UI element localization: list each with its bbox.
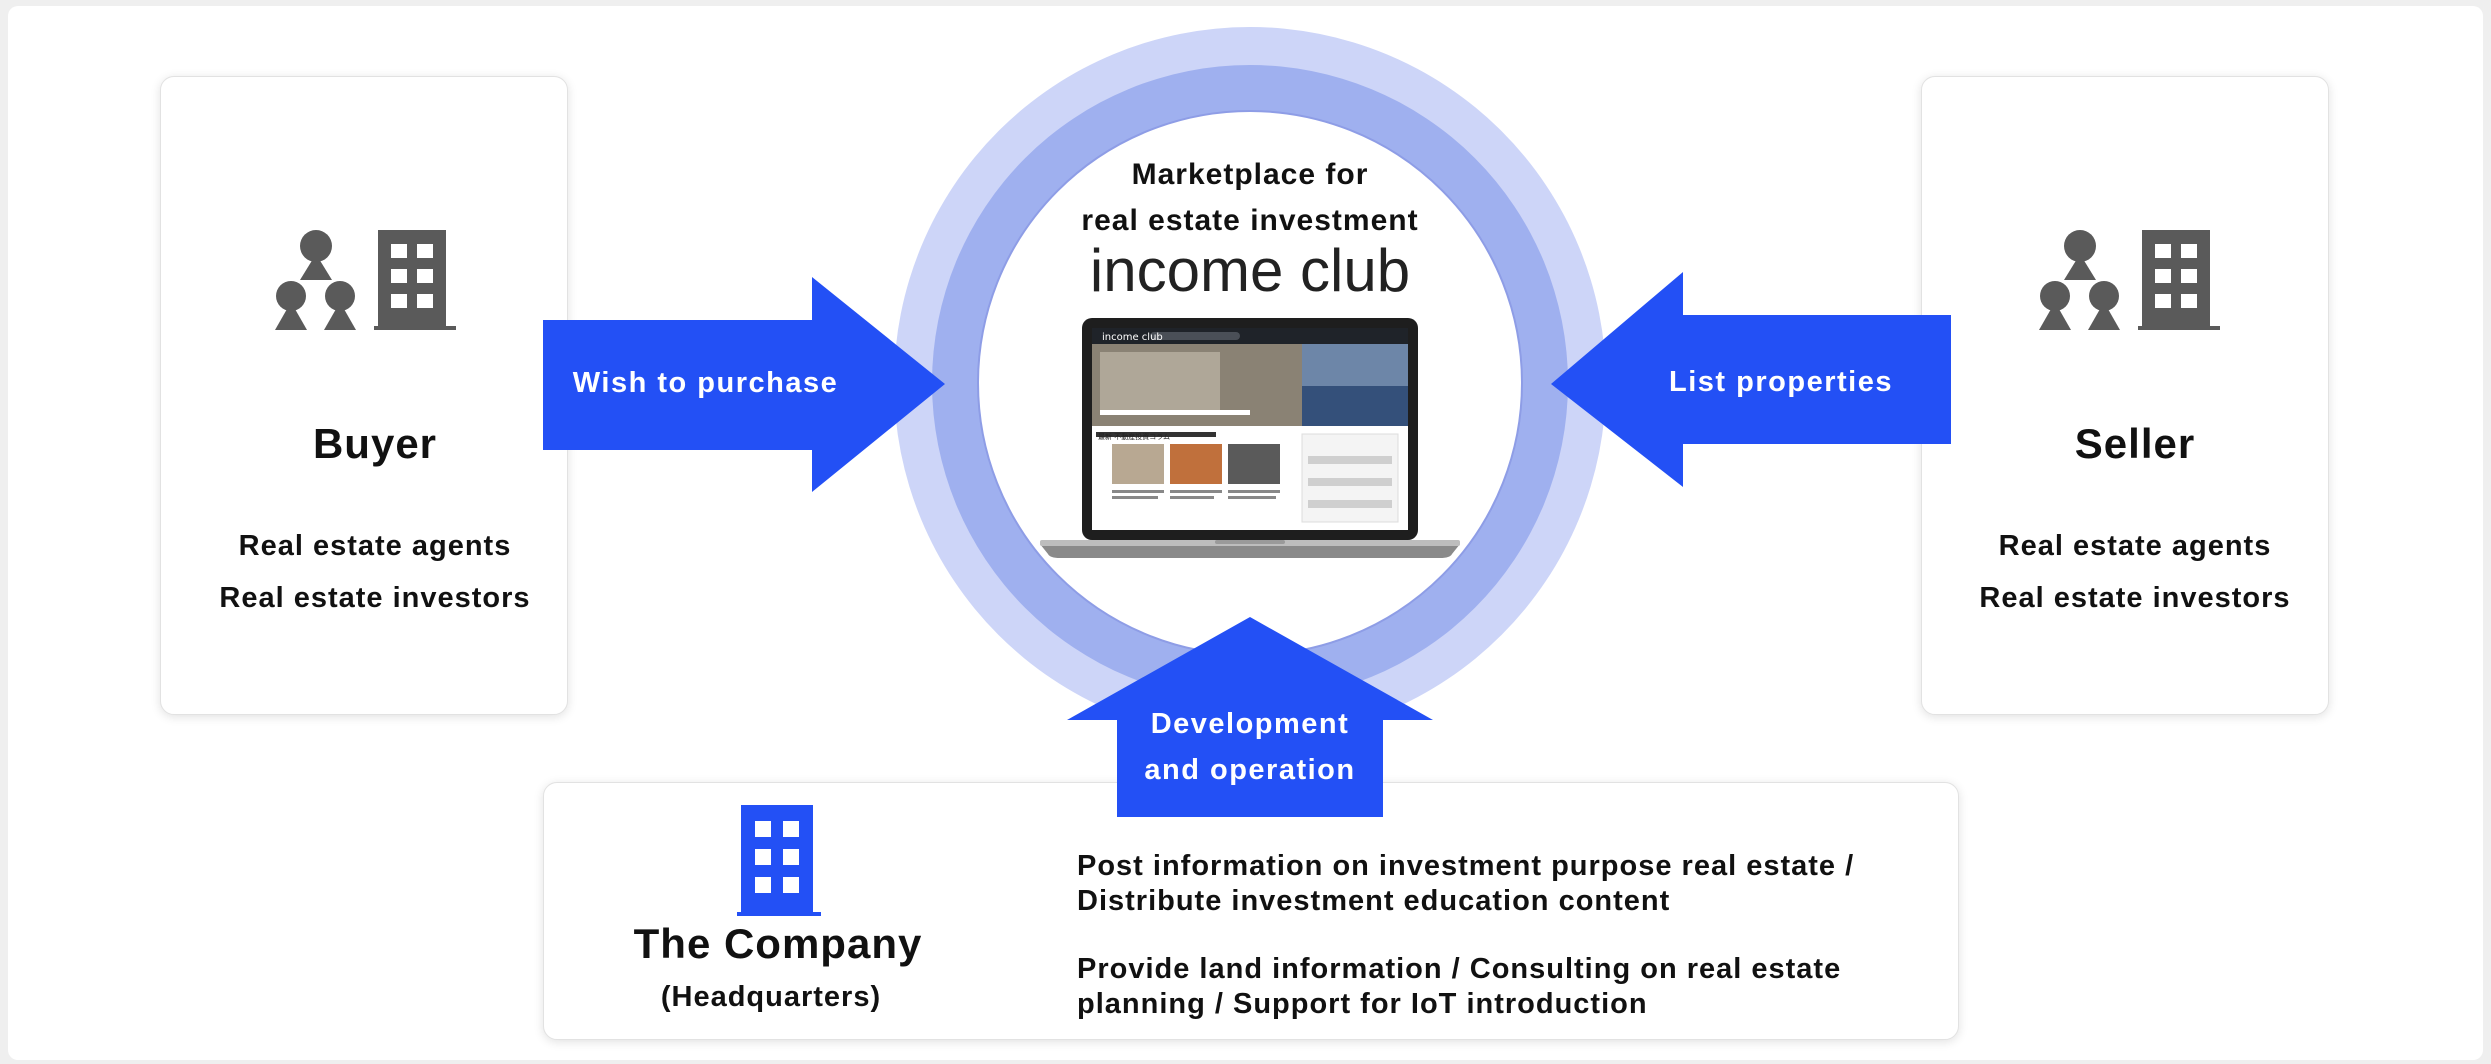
company-subtitle: (Headquarters) — [660, 981, 882, 1013]
development-label-line2: and operation — [1144, 754, 1356, 786]
company-para1-line2: Distribute investment education content — [1077, 885, 1671, 917]
laptop-screen-column-title: 最新 不動産投資コラム — [1098, 433, 1171, 441]
wish-to-purchase-label: Wish to purchase — [572, 367, 839, 399]
company-para1-line1: Post information on investment purpose r… — [1077, 850, 1855, 882]
development-label-line1: Development — [1150, 708, 1350, 740]
seller-title: Seller — [2074, 420, 2196, 467]
buyer-line-agents: Real estate agents — [238, 530, 512, 562]
company-para2-line1: Provide land information / Consulting on… — [1077, 953, 1842, 985]
company-para2-line2: planning / Support for IoT introduction — [1077, 988, 1648, 1020]
list-properties-label: List properties — [1669, 366, 1893, 398]
buyer-line-investors: Real estate investors — [219, 582, 531, 614]
buyer-card — [160, 76, 568, 715]
company-building-icon — [737, 805, 821, 916]
laptop-screen-site-name: income club — [1102, 332, 1163, 343]
laptop-icon — [1040, 318, 1460, 558]
buyer-title: Buyer — [312, 420, 438, 467]
people-icon — [2039, 230, 2120, 330]
marketplace-line1: Marketplace for — [1131, 158, 1369, 191]
company-title: The Company — [633, 920, 923, 967]
marketplace-line2: real estate investment — [1081, 204, 1419, 237]
people-icon — [275, 230, 356, 330]
building-icon — [2138, 230, 2220, 330]
seller-line-agents: Real estate agents — [1998, 530, 2272, 562]
seller-line-investors: Real estate investors — [1979, 582, 2291, 614]
income-club-logo: income club — [1089, 237, 1411, 304]
building-icon — [374, 230, 456, 330]
seller-card — [1921, 76, 2329, 715]
